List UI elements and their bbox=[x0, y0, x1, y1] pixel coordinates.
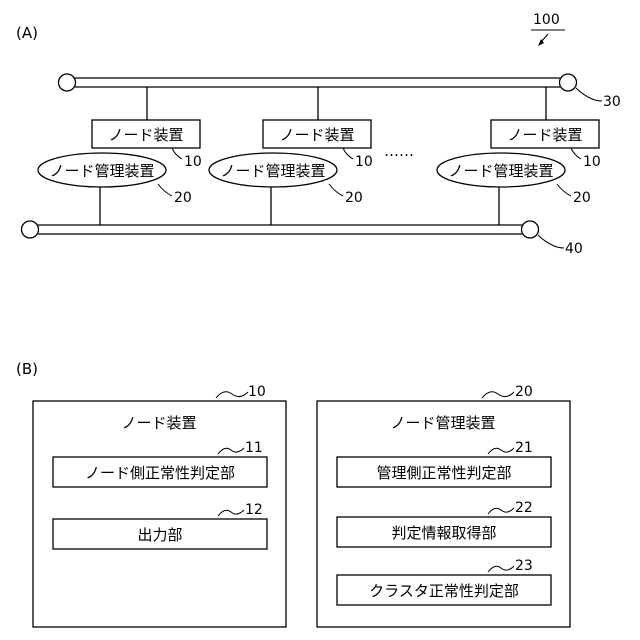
manager-unit-ref: 23 bbox=[515, 558, 533, 574]
node-manager-leader bbox=[158, 184, 172, 196]
system-ref-label: 100 bbox=[533, 12, 560, 28]
node-device-leader bbox=[172, 148, 182, 159]
bottom-bus bbox=[22, 221, 539, 238]
node-manager-label: ノード管理装置 bbox=[49, 162, 154, 180]
node-device-block-leader bbox=[216, 392, 248, 398]
node-manager-ref: 20 bbox=[573, 190, 591, 206]
node-device-ref: 10 bbox=[355, 154, 373, 170]
node-manager-block-title: ノード管理装置 bbox=[390, 414, 495, 432]
node-manager-block: 20 ノード管理装置 管理側正常性判定部 21 判定情報取得部 22 クラスタ正… bbox=[317, 384, 570, 627]
node-manager-ref: 20 bbox=[345, 190, 363, 206]
part-a-label: (A) bbox=[16, 24, 38, 42]
node-device-leader bbox=[343, 148, 353, 159]
node-device-label: ノード装置 bbox=[108, 126, 183, 144]
node-manager-label: ノード管理装置 bbox=[220, 162, 325, 180]
node-device-ref: 10 bbox=[583, 154, 601, 170]
manager-unit-label: 管理側正常性判定部 bbox=[376, 464, 511, 482]
node-manager-block-ref: 20 bbox=[515, 384, 533, 400]
node-device-label: ノード装置 bbox=[507, 126, 582, 144]
node-unit-label: ノード側正常性判定部 bbox=[85, 464, 235, 482]
node-unit-ref: 12 bbox=[245, 502, 263, 518]
node-device-block-ref: 10 bbox=[248, 384, 266, 400]
node-device-label: ノード装置 bbox=[279, 126, 354, 144]
node-manager-leader bbox=[329, 184, 343, 196]
manager-unit-ref: 21 bbox=[515, 440, 533, 456]
node-ellipsis: …… bbox=[384, 142, 414, 160]
bottom-bus-ref: 40 bbox=[565, 241, 583, 257]
node-manager-block-leader bbox=[482, 392, 514, 398]
node-group-2: ノード装置 10 ノード管理装置 20 bbox=[209, 87, 373, 225]
node-device-block: 10 ノード装置 ノード側正常性判定部 11 出力部 12 bbox=[33, 384, 286, 627]
node-unit-ref: 11 bbox=[245, 440, 263, 456]
node-device-ref: 10 bbox=[184, 154, 202, 170]
part-b-label: (B) bbox=[16, 360, 38, 378]
node-group-1: ノード装置 10 ノード管理装置 20 bbox=[38, 87, 202, 225]
top-bus-ref: 30 bbox=[603, 94, 621, 110]
node-group-3: ノード装置 10 ノード管理装置 20 bbox=[437, 87, 601, 225]
node-manager-ref: 20 bbox=[174, 190, 192, 206]
node-unit-label: 出力部 bbox=[137, 526, 182, 544]
node-manager-label: ノード管理装置 bbox=[448, 162, 553, 180]
node-device-block-title: ノード装置 bbox=[121, 414, 196, 432]
manager-unit-label: クラスタ正常性判定部 bbox=[369, 582, 519, 600]
node-device-leader bbox=[571, 148, 581, 159]
top-bus-leader bbox=[576, 88, 602, 101]
bottom-bus-leader bbox=[538, 235, 564, 248]
node-manager-leader bbox=[557, 184, 571, 196]
manager-unit-ref: 22 bbox=[515, 500, 533, 516]
manager-unit-label: 判定情報取得部 bbox=[391, 524, 496, 542]
